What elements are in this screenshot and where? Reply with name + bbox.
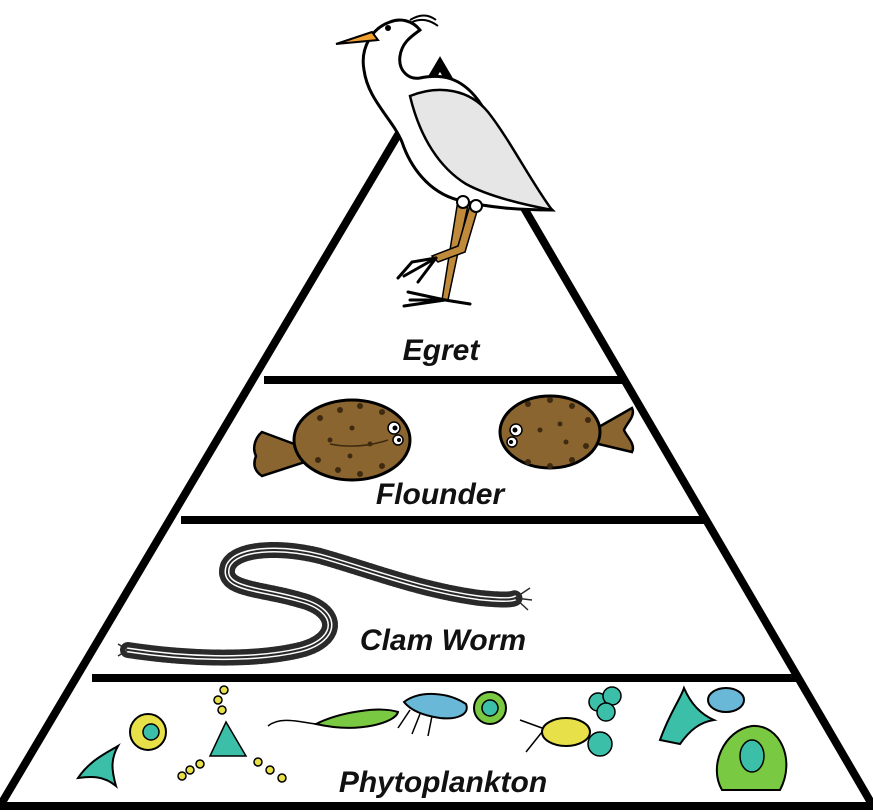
level-label-egret: Egret [403,334,482,367]
flounder-left [254,400,410,480]
level-label-phytoplankton: Phytoplankton [339,766,547,799]
flounder-icon [254,396,633,480]
level-label-clam-worm: Clam Worm [360,624,526,657]
level-label-flounder: Flounder [376,478,507,511]
flounder-right [500,396,633,469]
egret-icon [336,16,552,307]
